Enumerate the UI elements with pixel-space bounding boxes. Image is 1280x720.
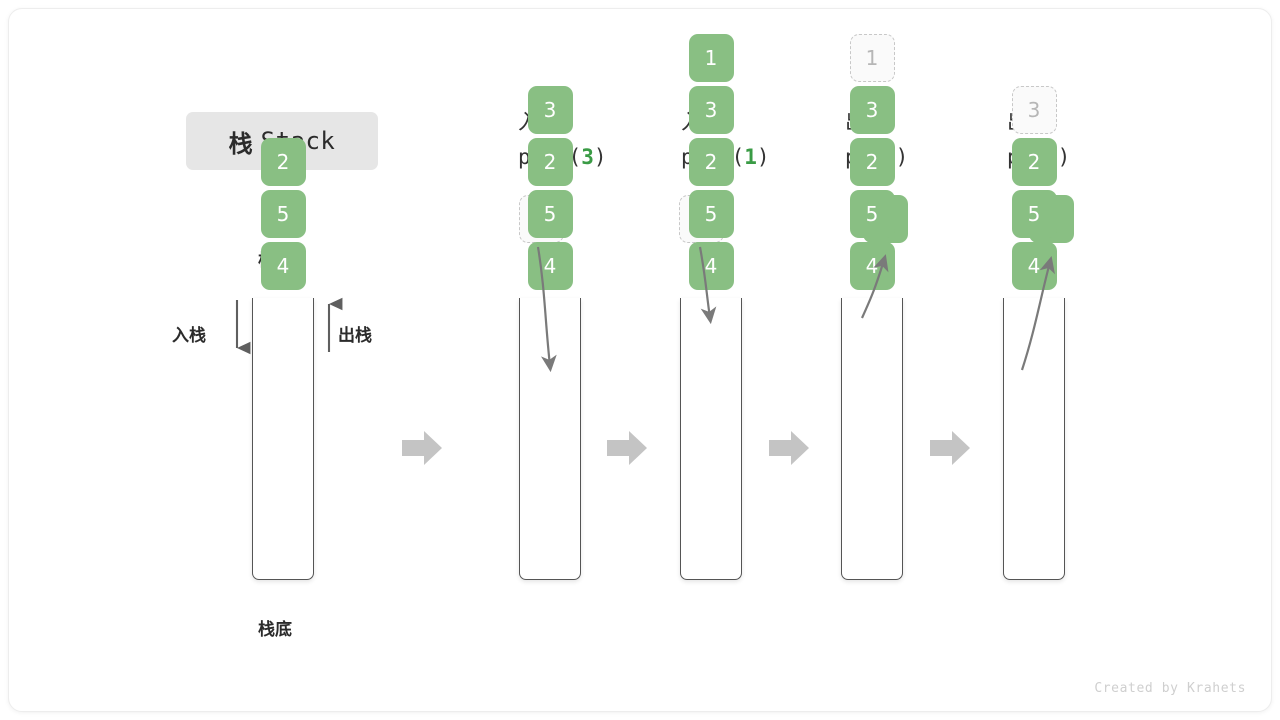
credit-text: Created by Krahets	[1094, 681, 1246, 696]
stack-cell-removed: 3	[1011, 86, 1057, 134]
flow-arrow-icon-3	[769, 431, 809, 465]
stack-cell: 2	[849, 138, 895, 186]
stack-cells: 4 5 2 3	[1003, 86, 1065, 294]
stack-cell: 3	[527, 86, 573, 134]
stack-cells: 4 5 2 3	[519, 86, 581, 294]
pop-direction-label: 出栈	[338, 326, 372, 346]
stack-cells: 4 5 2 3 1	[841, 34, 903, 294]
stack-cell: 4	[260, 242, 306, 290]
stack-cell: 2	[688, 138, 734, 186]
stack-cell: 4	[527, 242, 573, 290]
stack-bottom-label: 栈底	[258, 620, 292, 640]
stack-cell: 3	[849, 86, 895, 134]
flow-arrow-icon-2	[607, 431, 647, 465]
stack-cell: 3	[688, 86, 734, 134]
stack-cells: 4 5 2 3 1	[680, 34, 742, 294]
stack-cell: 1	[688, 34, 734, 82]
stack-cell: 4	[1011, 242, 1057, 290]
stack-cell: 5	[1011, 190, 1057, 238]
flow-arrow-icon-4	[930, 431, 970, 465]
stack-cell: 4	[849, 242, 895, 290]
push-direction-label: 入栈	[172, 326, 206, 346]
stack-cells: 4 5 2	[252, 138, 314, 294]
stack-container	[519, 298, 581, 580]
stack-cell: 4	[688, 242, 734, 290]
stack-cell-removed: 1	[849, 34, 895, 82]
stack-cell: 2	[260, 138, 306, 186]
stack-cell: 5	[260, 190, 306, 238]
stack-container	[1003, 298, 1065, 580]
flow-arrow-icon-1	[402, 431, 442, 465]
stack-container	[680, 298, 742, 580]
stack-cell: 5	[849, 190, 895, 238]
stack-cell: 5	[527, 190, 573, 238]
stack-cell: 5	[688, 190, 734, 238]
stack-container	[841, 298, 903, 580]
push-direction-arrow-icon	[235, 300, 251, 355]
pop-direction-arrow-icon	[327, 297, 343, 352]
stack-cell: 2	[527, 138, 573, 186]
stack-cell: 2	[1011, 138, 1057, 186]
title-chinese: 栈	[228, 129, 253, 158]
stack-container	[252, 298, 314, 580]
